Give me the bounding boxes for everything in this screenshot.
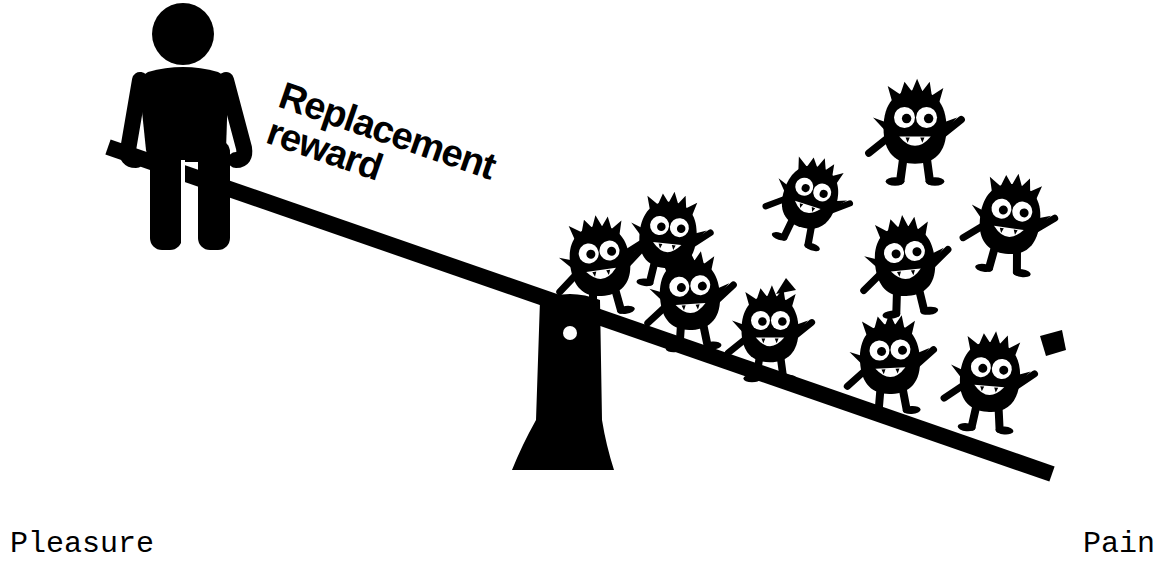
scale-end-label: Pleasure (10, 526, 154, 562)
label-holder: Pleasure (10, 526, 154, 562)
seesaw-fulcrum (512, 294, 614, 470)
label-holder: Pain (1083, 526, 1155, 562)
seesaw-plank (108, 147, 1052, 474)
gremlin-crowd (550, 79, 1066, 437)
person-figure (128, 3, 245, 250)
scale-end-label: Pain (1083, 526, 1155, 562)
